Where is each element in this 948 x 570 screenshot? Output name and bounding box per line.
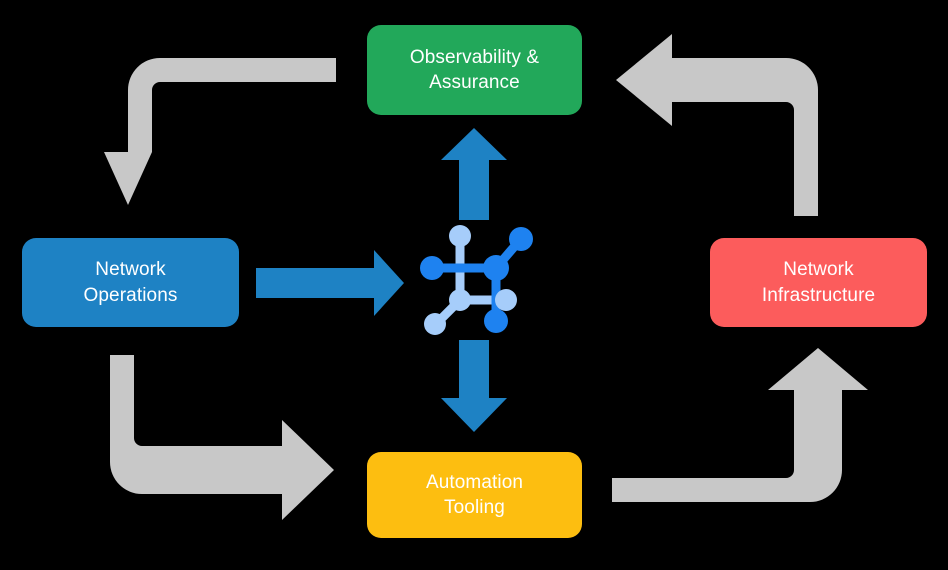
network-mesh-icon xyxy=(420,225,533,335)
arrow-center-to-automation xyxy=(441,340,507,432)
arrow-observability-to-operations xyxy=(104,58,336,205)
arrow-center-to-observability xyxy=(441,128,507,220)
node-box-network-operations[interactable]: Network Operations xyxy=(22,238,239,327)
node-label-observability: Observability & Assurance xyxy=(409,46,540,93)
node-label-network-infrastructure: Network Infrastructure xyxy=(761,259,876,306)
mesh-nodes-primary xyxy=(420,227,533,333)
node-label-automation-tooling: Automation Tooling xyxy=(425,471,524,518)
arrow-operations-to-automation xyxy=(110,355,334,520)
node-box-observability[interactable]: Observability & Assurance xyxy=(367,25,582,115)
mesh-nodes-secondary xyxy=(424,225,517,335)
arrow-operations-to-center xyxy=(256,250,404,316)
arrow-infrastructure-to-observability xyxy=(616,34,818,216)
node-box-network-infrastructure[interactable]: Network Infrastructure xyxy=(710,238,927,327)
arrow-automation-to-infrastructure xyxy=(612,348,868,502)
node-label-network-operations: Network Operations xyxy=(83,259,178,306)
node-box-automation-tooling[interactable]: Automation Tooling xyxy=(367,452,582,538)
